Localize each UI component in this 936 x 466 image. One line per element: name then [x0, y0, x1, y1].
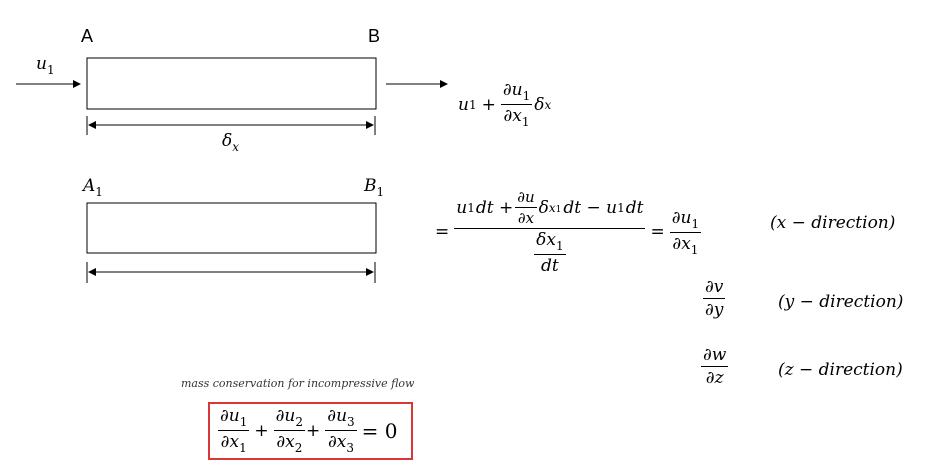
outflow-derivative: ∂u1 ∂x1 — [500, 80, 533, 129]
delta-x-label: δx — [222, 131, 240, 154]
direction-z-label: (z − direction) — [778, 360, 903, 380]
label-point-a1: A1 — [83, 176, 103, 199]
control-volume-top — [86, 57, 377, 110]
derivative-z: ∂w ∂z — [701, 345, 729, 388]
continuity-equation-box: ∂u1 ∂x1 + ∂u2 ∂x2 + ∂u3 ∂x3 = 0 — [208, 402, 413, 460]
conservation-caption: mass conservation for incompressive flow — [181, 377, 415, 390]
result-derivative-x: ∂u1 ∂x1 — [669, 207, 702, 257]
label-point-b1: B1 — [364, 176, 385, 199]
direction-x-label: (x − direction) — [770, 213, 896, 233]
control-volume-bottom — [86, 202, 377, 254]
derivative-y: ∂v ∂y — [703, 277, 726, 320]
label-point-a: A — [81, 26, 94, 46]
label-point-b: B — [368, 26, 381, 46]
inflow-velocity-label: u1 — [36, 54, 55, 77]
direction-y-label: (y − direction) — [778, 292, 904, 312]
